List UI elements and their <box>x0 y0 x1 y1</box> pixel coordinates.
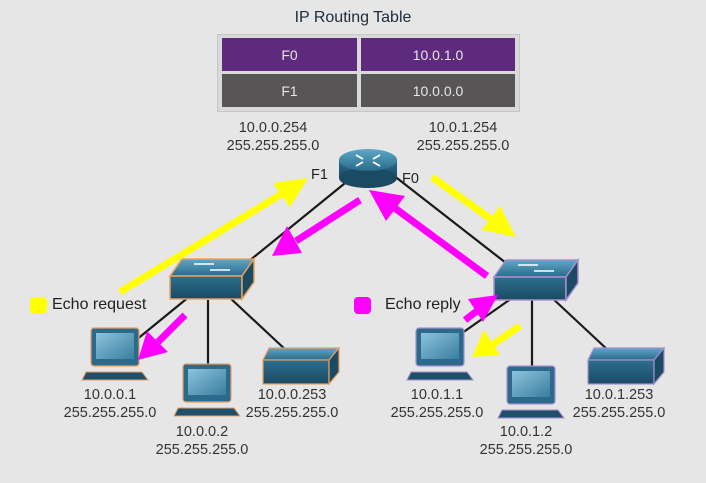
right-pc2-icon <box>497 365 565 419</box>
host-mask: 255.255.255.0 <box>245 405 339 421</box>
router-f1-mask: 255.255.255.0 <box>226 138 320 154</box>
left-pc2-address: 10.0.0.2 255.255.255.0 <box>147 423 257 459</box>
arrow-request-to-router <box>118 189 287 295</box>
echo-request-arrows <box>118 174 522 357</box>
right-pc1-address: 10.0.1.1 255.255.255.0 <box>382 386 492 422</box>
router-f0-address: 10.0.1.254 255.255.255.0 <box>408 119 518 155</box>
host-ip: 10.0.0.253 <box>257 387 327 403</box>
host-mask: 255.255.255.0 <box>479 442 573 458</box>
cable-router-right-switch <box>392 174 516 271</box>
left-printer-icon <box>262 346 341 386</box>
right-pc2-address: 10.0.1.2 255.255.255.0 <box>471 423 581 459</box>
cable-left-switch-pc1 <box>129 295 191 346</box>
host-ip: 10.0.1.253 <box>584 387 654 403</box>
host-mask: 255.255.255.0 <box>155 442 249 458</box>
echo-request-label: Echo request <box>52 296 147 313</box>
left-pc2-icon <box>173 363 241 417</box>
router-f0-mask: 255.255.255.0 <box>416 138 510 154</box>
left-pc1-address: 10.0.0.1 255.255.255.0 <box>55 386 165 422</box>
router-f1-label: F1 <box>311 167 328 183</box>
arrow-reply-to-left-pc1 <box>155 312 188 345</box>
host-ip: 10.0.1.2 <box>499 424 553 440</box>
echo-request-swatch <box>30 297 47 314</box>
routing-table: F0 10.0.1.0 F1 10.0.0.0 <box>217 34 520 112</box>
host-ip: 10.0.0.1 <box>83 387 137 403</box>
host-ip: 10.0.0.2 <box>175 424 229 440</box>
echo-reply-arrows <box>138 190 498 360</box>
router-icon <box>339 149 397 188</box>
host-mask: 255.255.255.0 <box>572 405 666 421</box>
host-mask: 255.255.255.0 <box>63 405 157 421</box>
arrow-request-to-right-pc1 <box>490 323 522 348</box>
right-printer-address: 10.0.1.253 255.255.255.0 <box>564 386 674 422</box>
router-f1-address: 10.0.0.254 255.255.255.0 <box>218 119 328 155</box>
right-printer-icon <box>587 346 666 386</box>
echo-reply-swatch <box>354 297 371 314</box>
host-mask: 255.255.255.0 <box>390 405 484 421</box>
router-f0-label: F0 <box>402 171 419 187</box>
arrow-request-to-right-switch <box>429 174 498 225</box>
routing-table-title: IP Routing Table <box>294 9 412 26</box>
routing-table-network: 10.0.1.0 <box>361 38 515 71</box>
right-switch-icon <box>492 257 580 303</box>
left-printer-address: 10.0.0.253 255.255.255.0 <box>237 386 347 422</box>
left-pc1-icon <box>81 327 149 381</box>
arrow-reply-to-left-switch <box>294 197 362 244</box>
cable-left-switch-printer <box>227 295 289 353</box>
cable-router-left-switch <box>237 174 356 271</box>
router-f1-ip: 10.0.0.254 <box>238 120 308 136</box>
cable-right-switch-printer <box>549 295 611 353</box>
arrow-reply-to-router <box>389 203 490 279</box>
routing-table-iface: F0 <box>222 38 357 71</box>
right-pc1-icon <box>406 327 474 381</box>
router-f0-ip: 10.0.1.254 <box>428 120 498 136</box>
routing-table-network: 10.0.0.0 <box>361 74 515 107</box>
echo-reply-label: Echo reply <box>385 296 461 313</box>
routing-table-iface: F1 <box>222 74 357 107</box>
left-switch-icon <box>168 256 256 302</box>
host-ip: 10.0.1.1 <box>410 387 464 403</box>
